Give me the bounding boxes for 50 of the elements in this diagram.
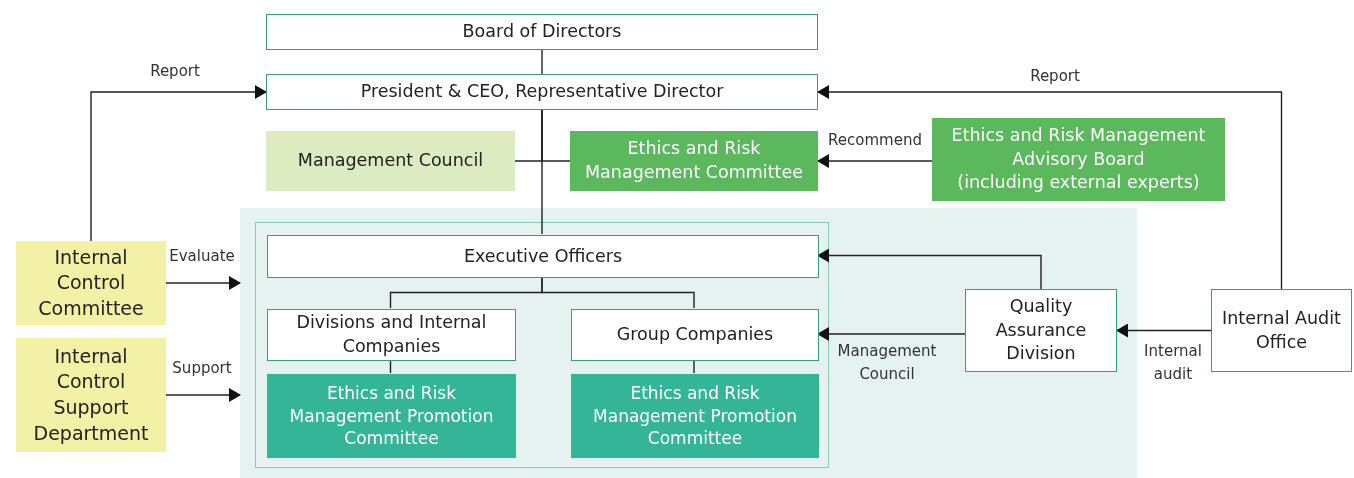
box-label: Executive Officers [463,244,623,268]
edge-label: Internal audit [1143,340,1203,385]
edge-label: Report [150,61,200,83]
connector-line [541,276,695,309]
box-label: Internal Control Committee [37,244,145,321]
box-label: Ethics and Risk Management Promotion Committee [592,381,798,451]
box-label: Ethics and Risk Management Promotion Committee [288,381,495,451]
box-label: Group Companies [616,323,774,347]
org-box [267,309,516,361]
box-label: (including external experts) [957,171,1200,195]
arrow [817,154,933,168]
org-box [267,235,819,278]
box-label: Internal Control Support Department [32,343,150,446]
edge-label: Evaluate [169,246,235,268]
box-label: President & CEO, Representative Director [360,80,724,104]
org-box [266,74,818,110]
arrow [1116,323,1212,338]
arrow [817,327,966,341]
committee-box [571,374,819,458]
council-box [266,131,515,191]
edge-label: Report [1030,66,1080,88]
box-label: Quality Assurance Division [994,295,1088,366]
arrow [817,85,1283,290]
box-label: Divisions and Internal Companies [295,311,488,358]
committee-box [932,118,1225,201]
box-label: Internal Audit Office [1221,306,1342,354]
box-label: Management Council [297,149,484,173]
box-label: Ethics and Risk Management Advisory Board [950,124,1207,171]
arrow [90,85,267,242]
connector-line [541,49,543,75]
arrow [165,388,241,402]
committee-box [570,131,818,191]
committee-box [16,338,166,452]
org-box [266,14,818,50]
connector-line [693,359,695,374]
org-box [1211,289,1352,372]
group-frame [255,222,829,468]
group-area [240,208,1137,478]
arrow [817,248,1042,290]
connector-line [541,109,571,162]
edge-label: Recommend [828,130,922,152]
edge-label: Management Council [837,340,937,385]
box-label: Ethics and Risk Management Committee [584,137,804,184]
edge-label: Support [172,358,232,380]
committee-box [267,374,516,458]
box-label: Board of Directors [462,20,622,44]
arrow [165,276,241,290]
committee-box [16,241,166,325]
org-box [571,309,819,361]
org-box [965,289,1117,372]
